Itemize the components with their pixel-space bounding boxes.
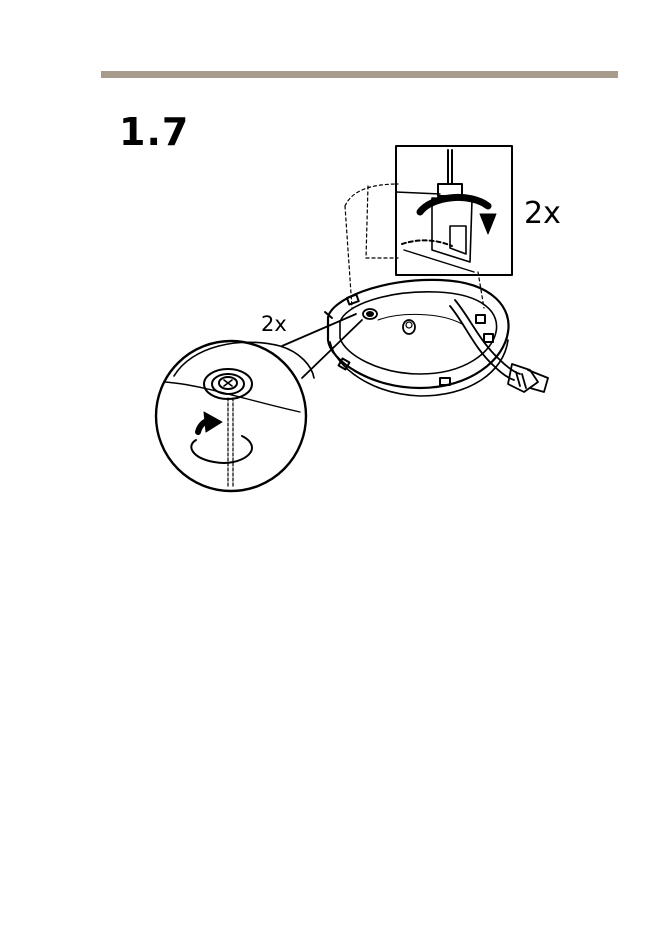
screw-count-label: 2x [261,312,287,336]
detail-inset-icon [396,146,512,275]
detail-count-label: 2x [524,196,561,231]
rotate-arrow-icon [191,412,252,463]
cable-icon [450,300,548,392]
screw-callout-icon [156,314,362,491]
screwdriver-icon [228,398,233,488]
